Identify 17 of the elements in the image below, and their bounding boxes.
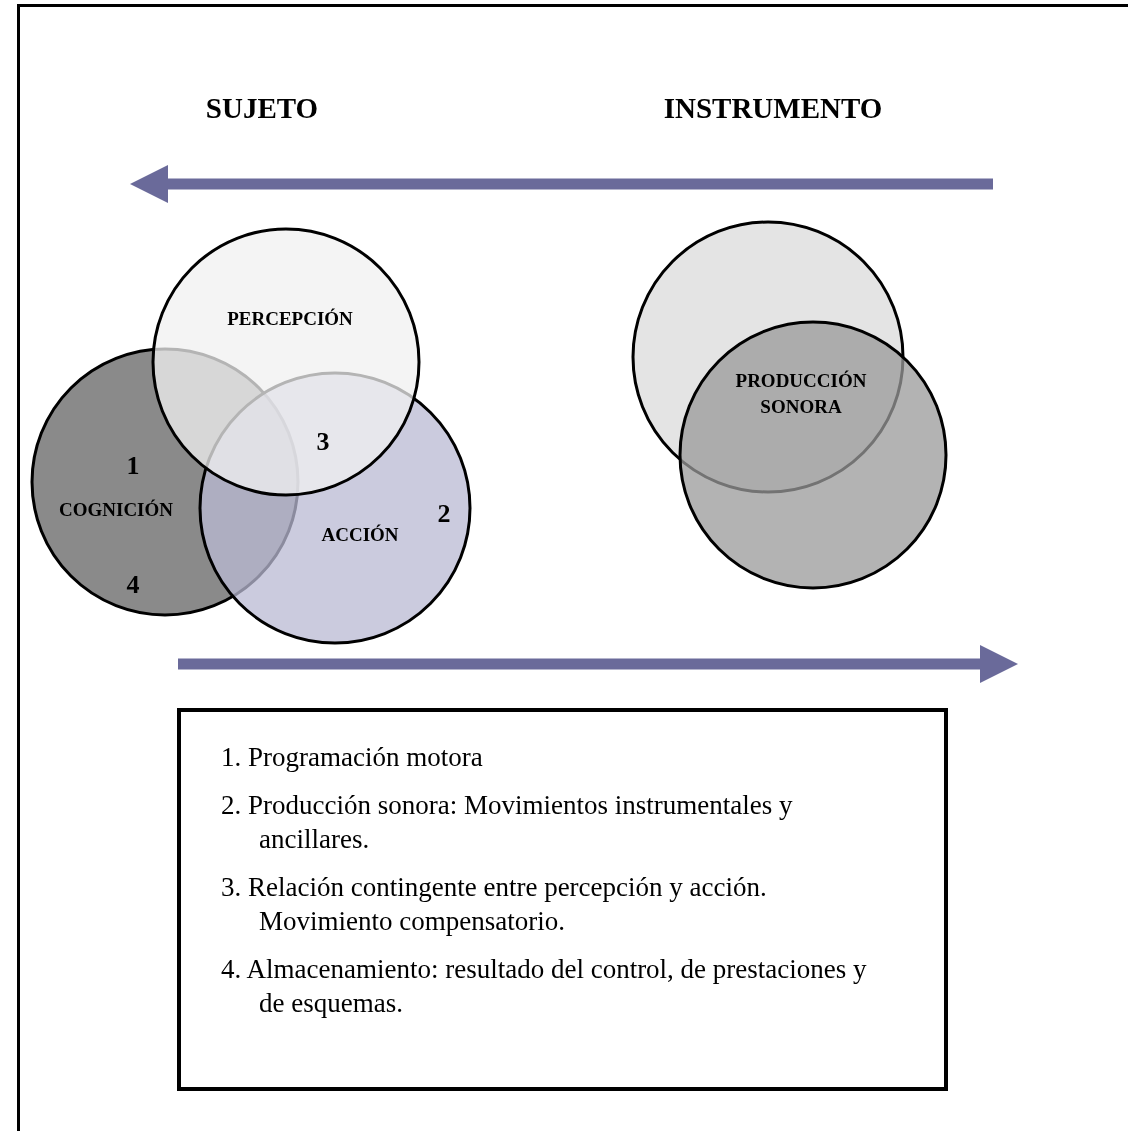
column-heading: INSTRUMENTO: [663, 91, 883, 125]
column-heading: SUJETO: [205, 91, 319, 125]
callout-number: 2: [437, 499, 451, 529]
list-item: 2. Producción sonora: Movimientos instrumentales y ancillares.: [221, 789, 794, 856]
callout-number: 1: [126, 451, 140, 481]
list-item: 4. Almacenamiento: resultado del control, de prestaciones y de esquemas.: [221, 953, 868, 1020]
callout-number: 4: [126, 570, 140, 600]
circle-label: PRODUCCIÓN SONORA: [734, 369, 868, 419]
venn-circle: [150, 226, 422, 498]
list-item: 1. Programación motora: [221, 741, 484, 774]
legend-box: [177, 708, 948, 1091]
circle-label: PERCEPCIÓN: [227, 307, 353, 332]
callout-number: 3: [316, 427, 330, 457]
list-item: 3. Relación contingente entre percepción y acción. Movimiento compensatorio.: [221, 871, 768, 938]
venn-circle: [677, 319, 949, 591]
circle-label: ACCIÓN: [321, 523, 399, 548]
circle-label: COGNICIÓN: [59, 498, 173, 523]
